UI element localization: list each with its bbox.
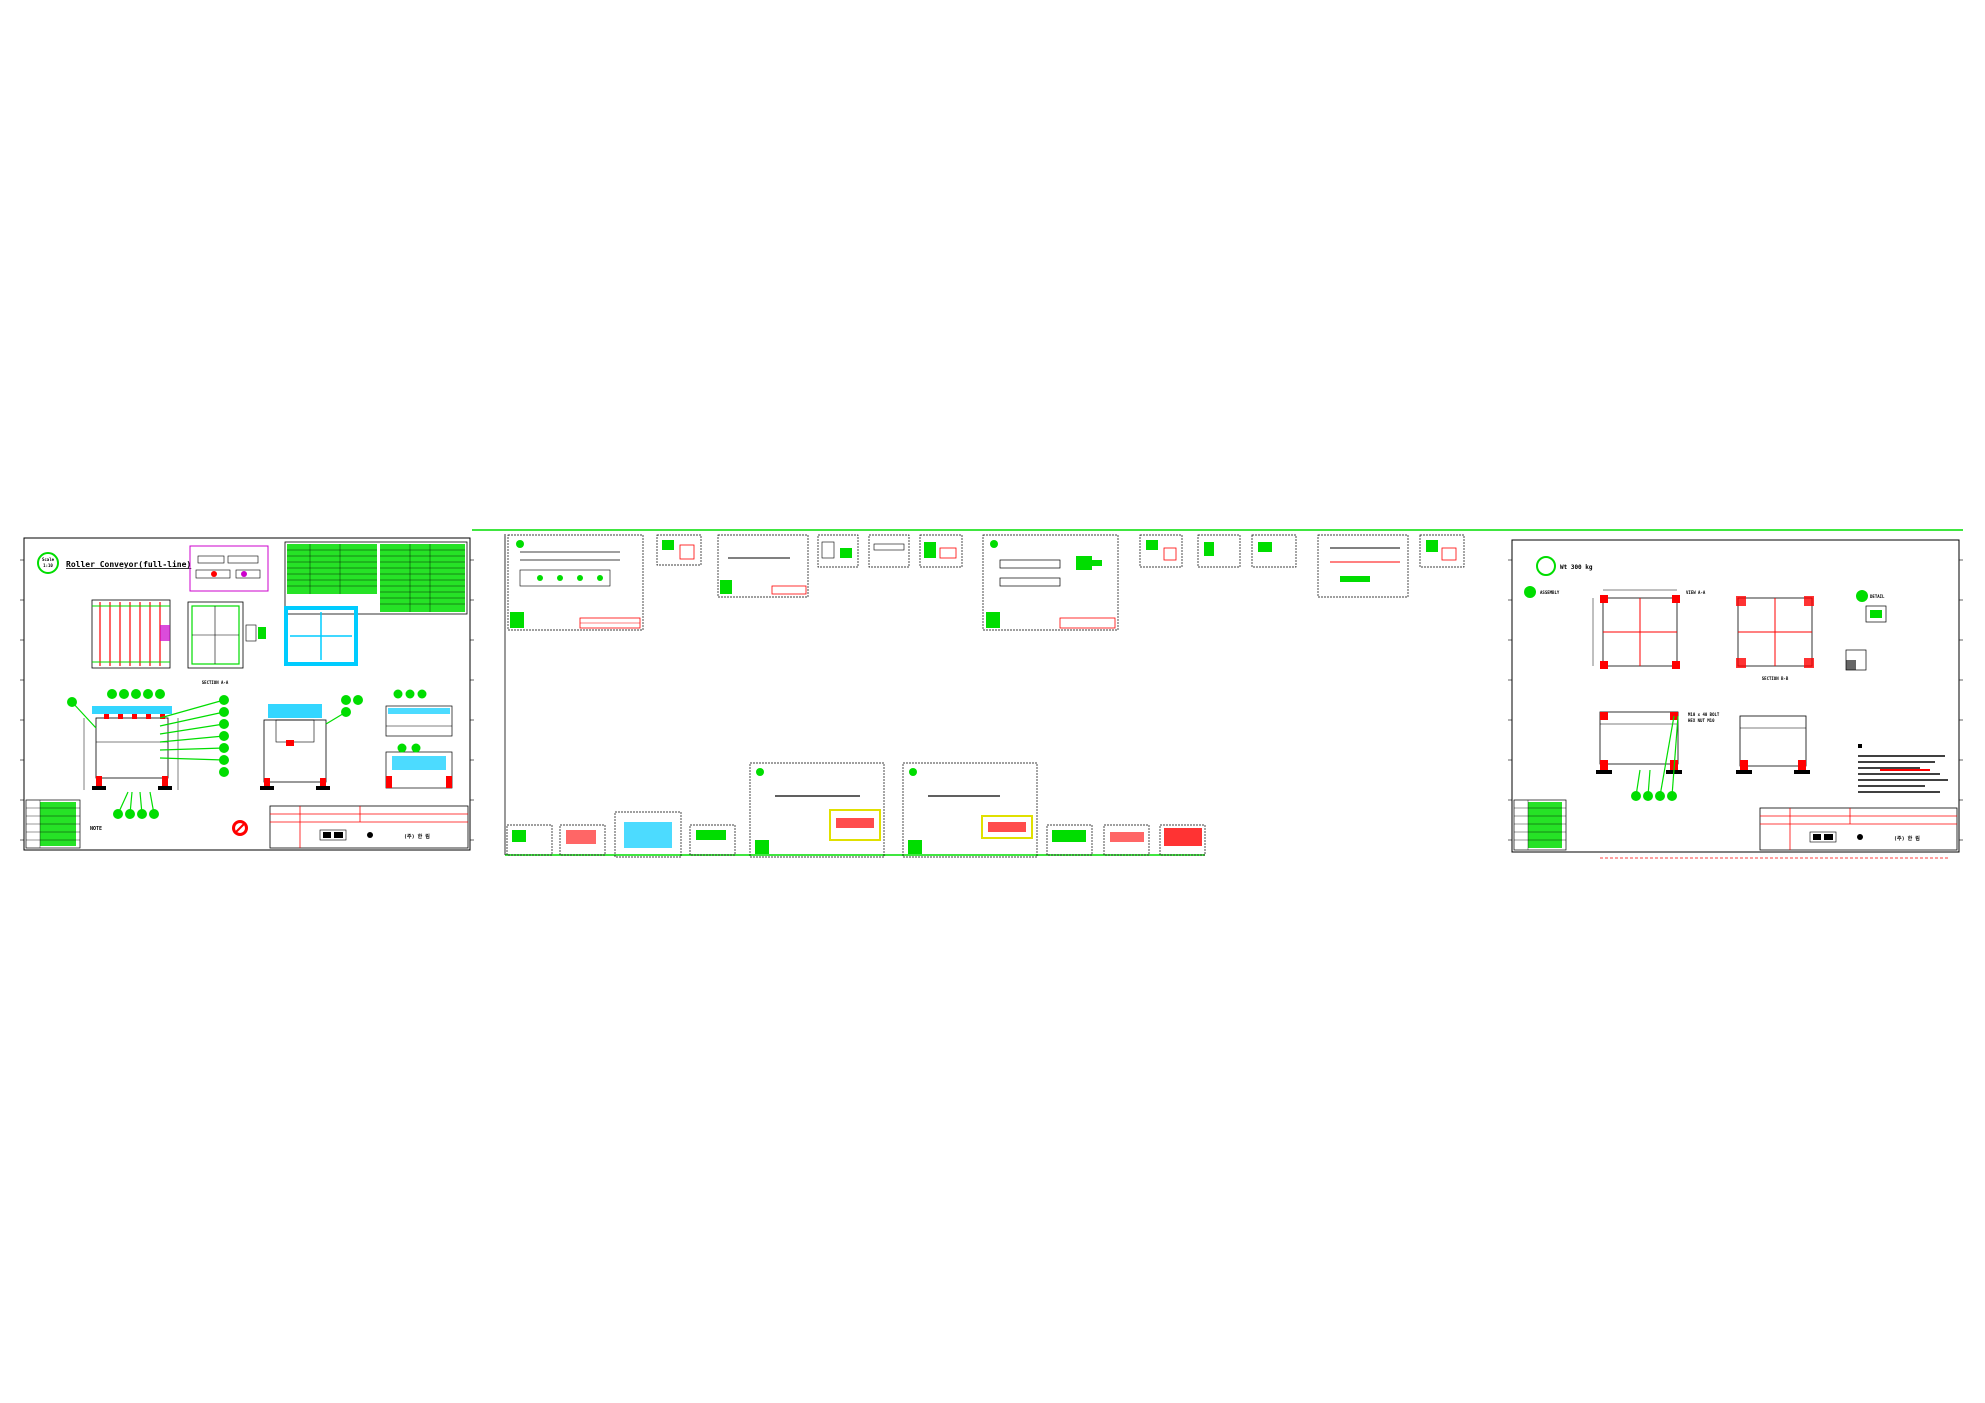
leader-lines-right: [325, 711, 347, 725]
assembly-label: ASSEMBLY: [1540, 590, 1560, 595]
scale-badge-line-2: 1:10: [43, 563, 53, 568]
sub-drawing-frames: [506, 534, 1465, 858]
sheet-1-title: Roller Conveyor(full-line): [66, 559, 191, 569]
front-elevation-right: [260, 704, 330, 790]
sheet-1-border: [23, 537, 471, 851]
revision-table: [25, 799, 81, 849]
leader-lines-left: [71, 699, 225, 815]
revision-table-sheet-3: [1513, 799, 1567, 851]
sub-drawing-right-details: [1146, 540, 1457, 582]
prohibition-icon: [232, 820, 248, 836]
view-label-b: SECTION B-B: [1762, 676, 1789, 681]
company-name-sheet-3: (주) 한 림: [1894, 835, 1920, 842]
side-note-2: HEX NUT M10: [1688, 718, 1715, 723]
cyan-frame-view: [284, 606, 358, 666]
detail-box-magenta: [189, 545, 269, 592]
assembly-badge-icon: [1524, 586, 1536, 598]
leader-lines-sheet-3: [1635, 715, 1679, 797]
detail-small-parts: [1845, 605, 1887, 671]
scale-badge-line-1: Scale: [42, 557, 55, 562]
notes-list: [1858, 744, 1948, 793]
sheet-3-ticks: [1508, 559, 1963, 841]
end-view-lower: [385, 743, 453, 789]
sheet-1-ticks: [20, 559, 474, 841]
small-frame-details: [662, 540, 957, 595]
sheet-2: [504, 534, 1465, 858]
end-view-upper: [385, 689, 453, 737]
side-view-frame: [187, 601, 266, 669]
sheet-3-title: Wt 300 kg: [1560, 564, 1593, 571]
front-view-b-sheet-3: [1736, 715, 1810, 774]
sheet-3: Wt 300 kg ASSEMBLY VIEW A-A SECTION B-: [1508, 539, 1963, 859]
sub-drawing-bottom-1: [755, 768, 881, 854]
detail-parts: [195, 555, 261, 579]
parts-list-table: [284, 541, 468, 615]
balloon-callouts-sheet-3: [1631, 791, 1677, 801]
plan-view-sheet-3: [1592, 589, 1680, 669]
sub-drawing-large-detail: [986, 540, 1116, 629]
sheet-1: Scale 1:10 Roller Conveyor(full-line): [20, 537, 474, 851]
detail-label: DETAIL: [1870, 594, 1885, 599]
side-note-1: M10 x 40 BOLT: [1688, 712, 1720, 717]
title-block-sheet-3: [1759, 807, 1958, 851]
sub-drawing-bottom-small: [512, 822, 1202, 848]
section-label: SECTION A-A: [202, 680, 229, 685]
notes-label: NOTE: [90, 826, 102, 832]
sub-drawing-bottom-2: [908, 768, 1033, 854]
section-view-sheet-3: [1736, 596, 1814, 668]
scale-badge-icon: [37, 552, 59, 574]
balloon-column-middle: [219, 695, 229, 777]
view-label-a: VIEW A-A: [1686, 590, 1706, 595]
detail-badge-icon: [1856, 590, 1868, 602]
front-elevation-left: [83, 706, 179, 790]
title-block: [269, 805, 469, 849]
sheet-3-border: [1511, 539, 1960, 853]
plan-view-rollers: [91, 599, 171, 669]
company-name-sheet-1: (주) 한 림: [404, 833, 430, 840]
sheet-3-badge-icon: [1536, 556, 1556, 576]
sub-drawing-1-detail: [510, 540, 641, 629]
